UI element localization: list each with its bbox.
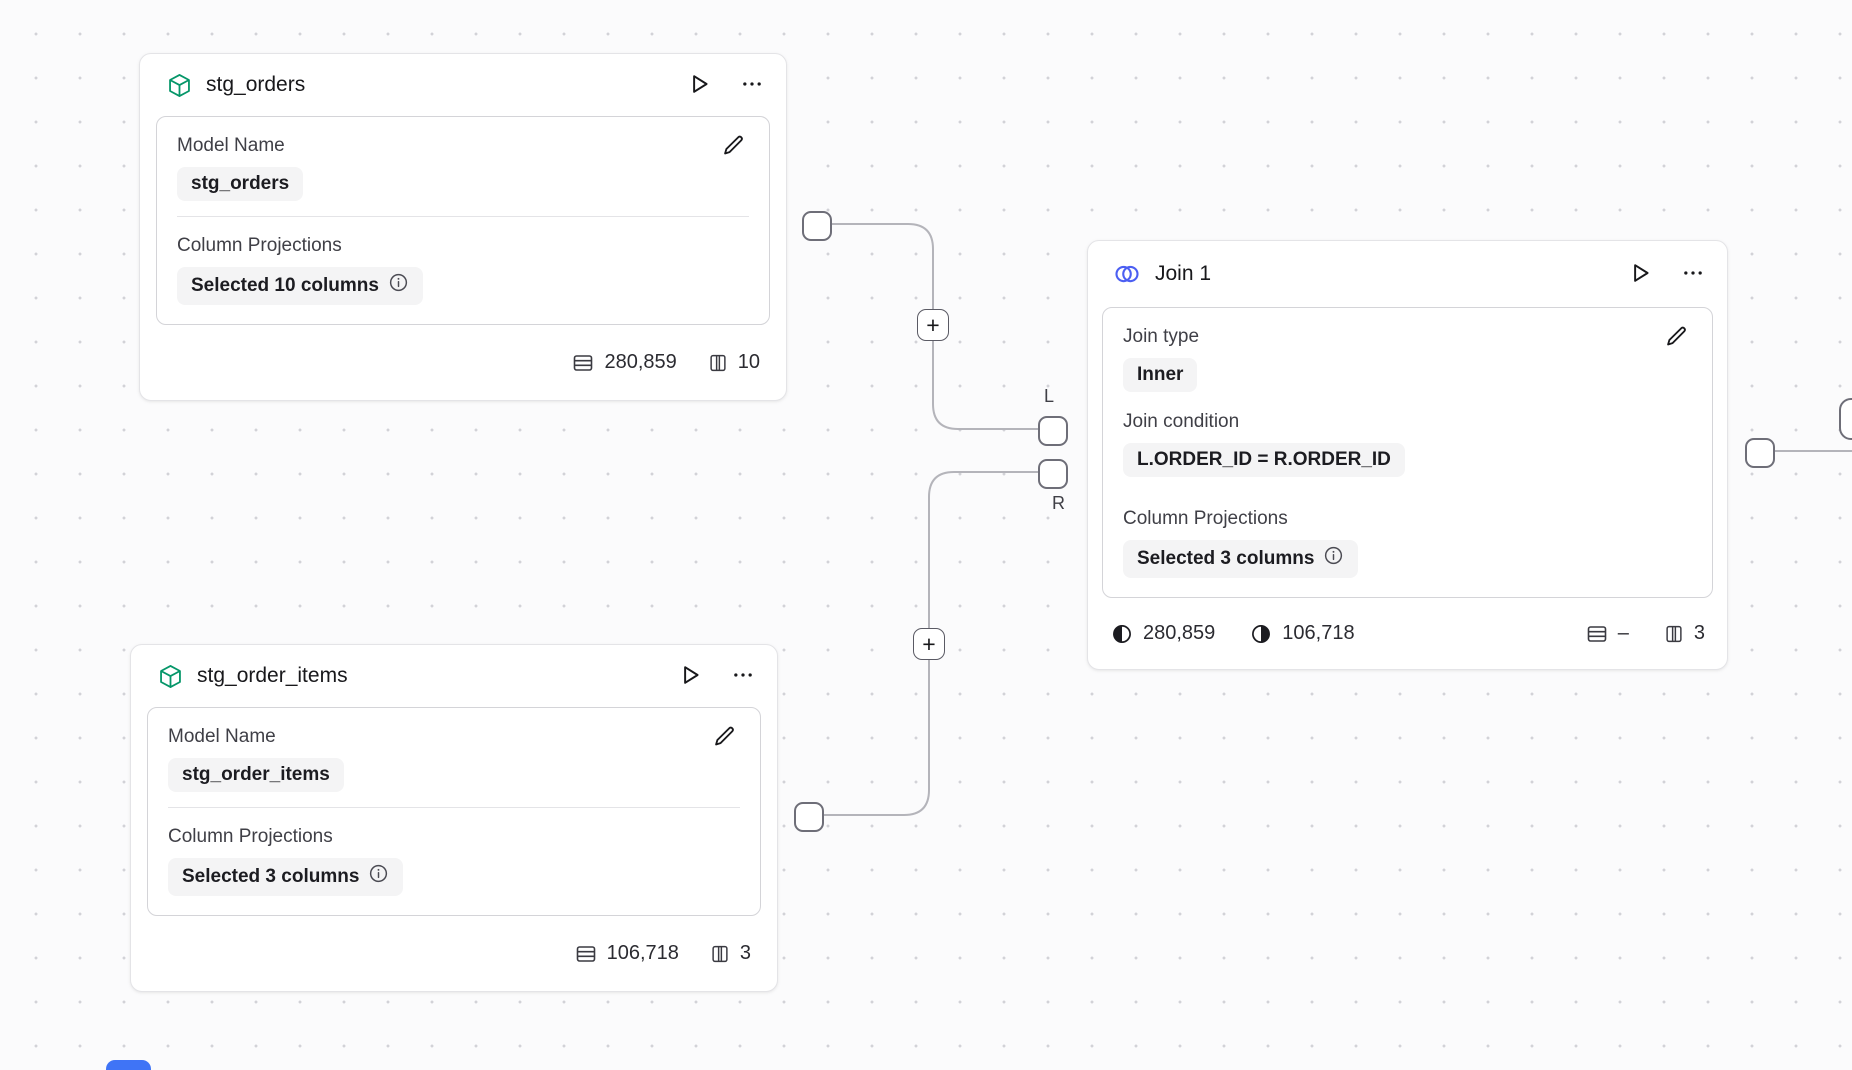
ellipsis-icon — [730, 662, 756, 691]
model-name-label: Model Name — [168, 726, 276, 747]
offscreen-port[interactable] — [1839, 398, 1852, 440]
model-name-chip[interactable]: stg_orders — [177, 167, 304, 201]
node-stg-orders[interactable]: stg_orders Model Name stg_orders Column … — [139, 53, 787, 401]
node-stats: 280,859 106,718 – 3 — [1088, 598, 1727, 669]
right-half-circle-icon — [1249, 622, 1273, 646]
columns-icon — [1663, 623, 1685, 645]
column-projections-label: Column Projections — [168, 826, 333, 847]
row-count-stat: – — [1585, 622, 1629, 646]
info-icon[interactable] — [1323, 545, 1344, 573]
ellipsis-icon — [739, 71, 765, 100]
node-stats: 106,718 3 — [131, 916, 777, 991]
column-count-stat: 3 — [1663, 622, 1705, 645]
join-circles-icon — [1112, 259, 1142, 289]
rows-icon — [1585, 622, 1609, 646]
panel-divider — [168, 807, 740, 808]
node-config-panel: Model Name stg_order_items Column Projec… — [147, 707, 761, 916]
edit-button[interactable] — [1660, 320, 1692, 355]
model-cube-icon — [166, 72, 193, 99]
columns-icon — [707, 352, 729, 374]
model-name-chip[interactable]: stg_order_items — [168, 758, 344, 792]
join-left-input-port[interactable] — [1038, 416, 1068, 446]
play-icon — [1627, 260, 1653, 289]
add-node-on-edge-button-bottom[interactable]: + — [913, 628, 945, 660]
column-projections-chip[interactable]: Selected 3 columns — [168, 858, 404, 896]
output-port-stg-orders[interactable] — [802, 211, 832, 241]
row-count-stat: 106,718 — [574, 942, 679, 966]
join-left-edge-label: L — [1044, 386, 1055, 406]
rows-icon — [571, 351, 595, 375]
panel-divider — [177, 216, 749, 217]
node-stats: 280,859 10 — [140, 325, 786, 400]
play-icon — [686, 71, 712, 100]
node-header: Join 1 — [1088, 241, 1727, 307]
node-menu-button[interactable] — [727, 659, 759, 694]
node-config-panel: Model Name stg_orders Column Projections… — [156, 116, 770, 325]
node-title: Join 1 — [1155, 262, 1212, 285]
node-menu-button[interactable] — [1677, 257, 1709, 292]
pencil-icon — [1663, 323, 1689, 352]
run-node-button[interactable] — [683, 68, 715, 103]
play-icon — [677, 662, 703, 691]
left-input-row-count-stat: 280,859 — [1110, 622, 1215, 646]
right-input-row-count-stat: 106,718 — [1249, 622, 1355, 646]
edit-button[interactable] — [717, 129, 749, 164]
columns-icon — [709, 943, 731, 965]
join-condition-chip[interactable]: L.ORDER_ID = R.ORDER_ID — [1123, 443, 1405, 477]
node-stg-order-items[interactable]: stg_order_items Model Name stg_order_ite… — [130, 644, 778, 992]
column-count-stat: 3 — [709, 942, 751, 965]
rows-icon — [574, 942, 598, 966]
model-cube-icon — [157, 663, 184, 690]
join-right-input-port[interactable] — [1038, 459, 1068, 489]
edit-button[interactable] — [708, 720, 740, 755]
join-output-port[interactable] — [1745, 438, 1775, 468]
node-header: stg_orders — [140, 54, 786, 116]
join-type-chip[interactable]: Inner — [1123, 358, 1198, 392]
pencil-icon — [720, 132, 746, 161]
pencil-icon — [711, 723, 737, 752]
node-title: stg_order_items — [197, 664, 348, 687]
model-name-label: Model Name — [177, 135, 285, 156]
info-icon[interactable] — [388, 272, 409, 300]
node-title: stg_orders — [206, 73, 306, 96]
column-projections-chip[interactable]: Selected 10 columns — [177, 267, 423, 305]
join-condition-label: Join condition — [1123, 411, 1240, 432]
left-half-circle-icon — [1110, 622, 1134, 646]
add-node-on-edge-button-top[interactable]: + — [917, 309, 949, 341]
node-join-1[interactable]: Join 1 Join type Inner Join condition L.… — [1087, 240, 1728, 670]
node-config-panel: Join type Inner Join condition L.ORDER_I… — [1102, 307, 1713, 598]
node-header: stg_order_items — [131, 645, 777, 707]
column-projections-chip[interactable]: Selected 3 columns — [1123, 540, 1359, 578]
offscreen-blue-element[interactable] — [106, 1060, 151, 1070]
column-projections-label: Column Projections — [177, 235, 342, 256]
ellipsis-icon — [1680, 260, 1706, 289]
join-right-edge-label: R — [1052, 493, 1065, 513]
info-icon[interactable] — [368, 863, 389, 891]
join-type-label: Join type — [1123, 326, 1200, 347]
output-port-stg-order-items[interactable] — [794, 802, 824, 832]
node-menu-button[interactable] — [736, 68, 768, 103]
run-node-button[interactable] — [674, 659, 706, 694]
run-node-button[interactable] — [1624, 257, 1656, 292]
row-count-stat: 280,859 — [571, 351, 677, 375]
column-count-stat: 10 — [707, 351, 760, 374]
column-projections-label: Column Projections — [1123, 508, 1288, 529]
